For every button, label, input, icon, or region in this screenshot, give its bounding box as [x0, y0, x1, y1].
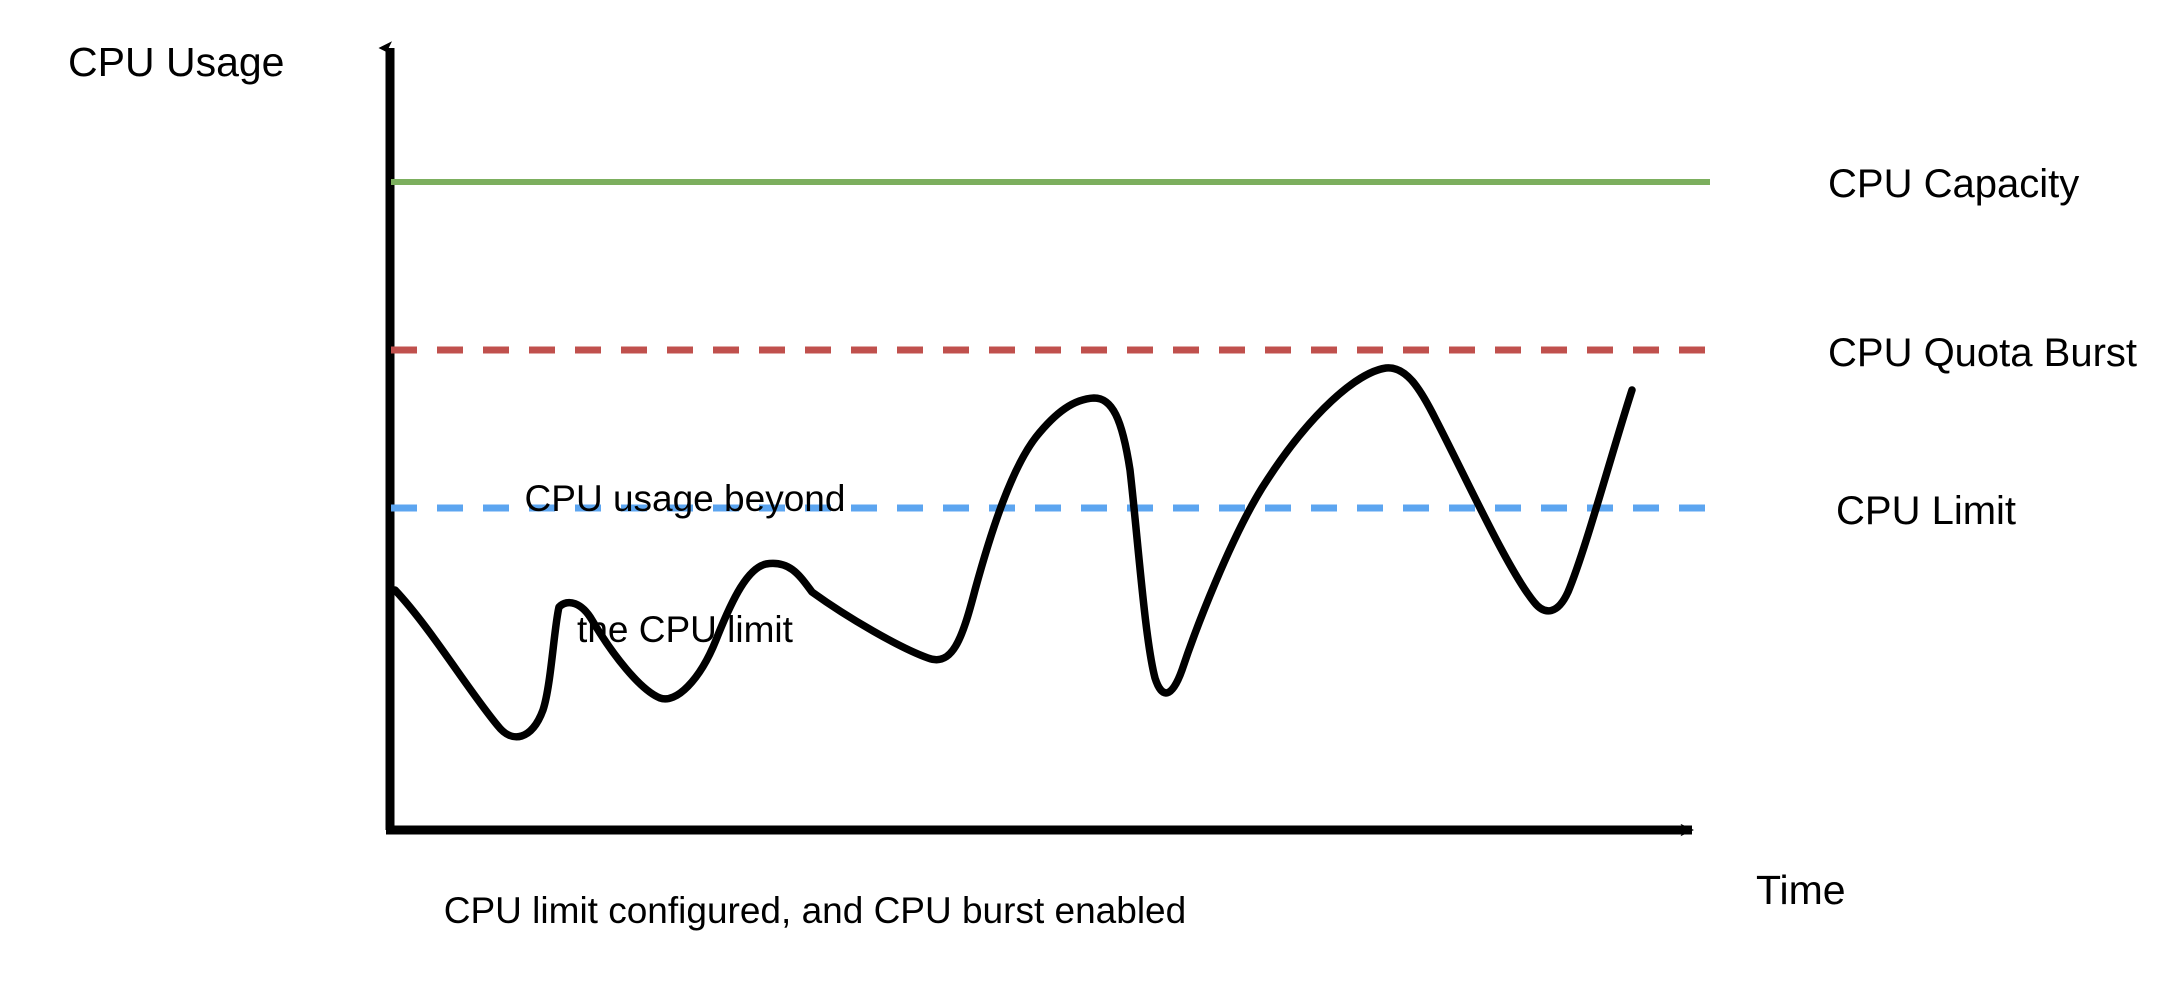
y-axis-title: CPU Usage: [68, 39, 285, 85]
annotation-line-1: CPU usage beyond: [524, 478, 846, 520]
x-axis-title: Time: [1756, 867, 1846, 913]
cpu-quota-burst-label: CPU Quota Burst: [1828, 331, 2138, 375]
figure-caption: CPU limit configured, and CPU burst enab…: [443, 890, 1187, 931]
annotation-line-2: the CPU limit: [577, 609, 793, 651]
cpu-limit-label: CPU Limit: [1836, 489, 2017, 533]
cpu-capacity-label: CPU Capacity: [1828, 162, 2080, 206]
cpu-usage-curve: [391, 364, 1636, 741]
usage-beyond-limit-annotation: CPU usage beyond the CPU limit: [500, 390, 870, 739]
